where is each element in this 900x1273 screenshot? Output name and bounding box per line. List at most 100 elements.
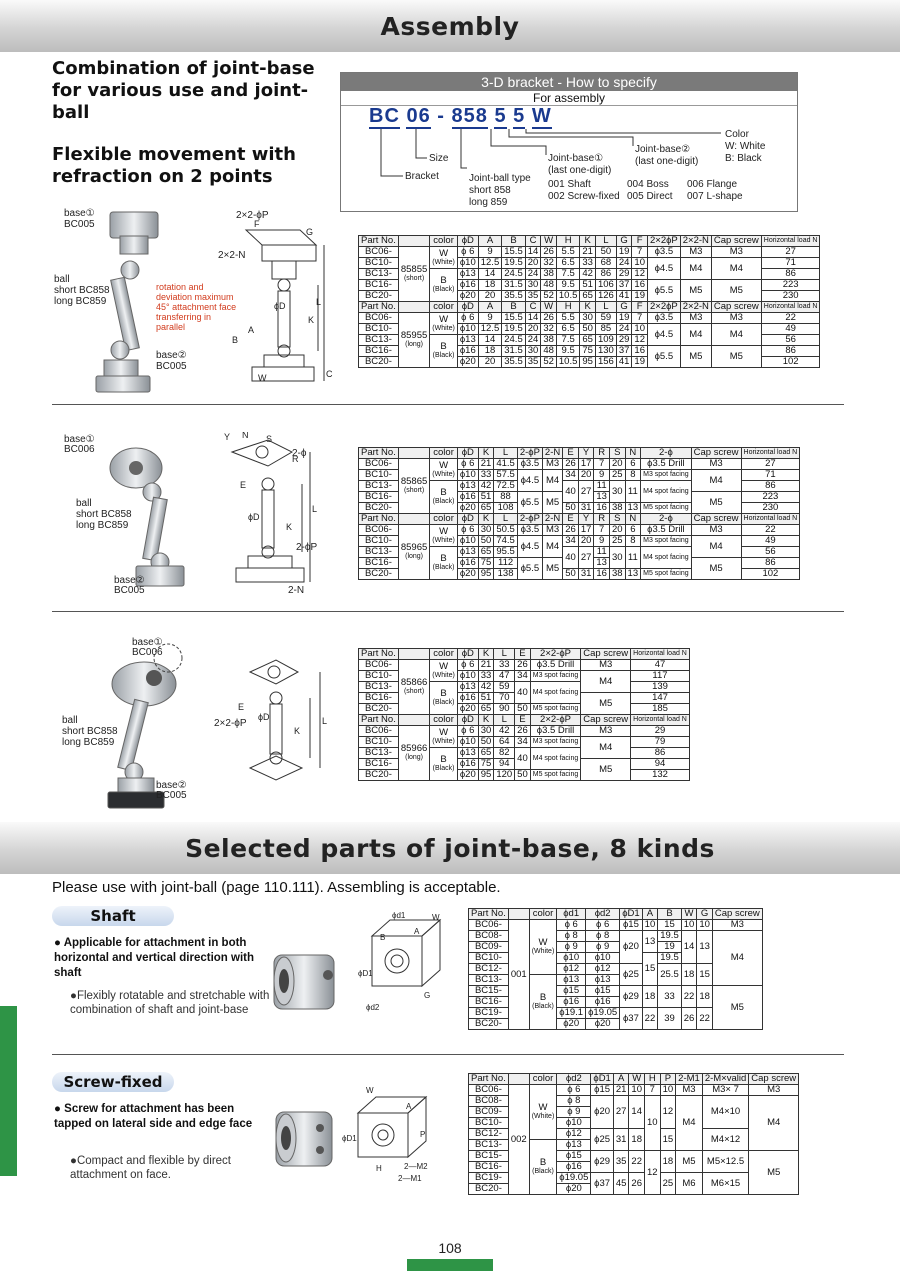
- table-cell: 38: [608, 568, 626, 580]
- table-cell: 9: [477, 312, 503, 324]
- table-cell: 51: [477, 692, 495, 704]
- table-cell: 102: [740, 568, 801, 580]
- svg-text:G: G: [306, 227, 313, 237]
- table-cell: ϕ20: [556, 1183, 592, 1195]
- table-cell: 2×2-ϕP: [529, 648, 582, 660]
- table-cell: 147: [630, 692, 690, 704]
- table-cell: M3× 7: [701, 1084, 750, 1096]
- table-cell: W(White): [429, 246, 458, 269]
- table-cell: BC20-: [358, 769, 399, 781]
- table-cell: 41: [615, 290, 633, 302]
- table-cell: W(White): [429, 312, 458, 335]
- table-cell: Horizontal load N: [760, 235, 821, 247]
- table-cell: ϕ13: [456, 480, 479, 492]
- table-cell: M4×10: [701, 1095, 750, 1129]
- selected-parts-title: Selected parts of joint-base, 8 kinds: [185, 833, 715, 863]
- table-cell: E: [514, 648, 531, 660]
- table-cell: ϕ19.05: [556, 1172, 592, 1184]
- table-cell: 38: [540, 334, 557, 346]
- table-cell: 95.5: [493, 546, 518, 558]
- svg-text:S: S: [266, 434, 272, 444]
- svg-text:ϕd2: ϕd2: [366, 1003, 380, 1012]
- table-cell: 19: [615, 312, 633, 324]
- table-cell: 15.5: [501, 312, 526, 324]
- table-cell: ϕ3.5 Drill: [640, 458, 692, 470]
- table-cell: 18: [477, 345, 503, 357]
- table-cell: 13: [624, 568, 642, 580]
- table-cell: M4: [541, 469, 564, 492]
- table-cell: BC15-: [468, 1150, 509, 1162]
- table-cell: ϕ16: [456, 758, 479, 770]
- table-cell: C: [524, 301, 542, 313]
- table-cell: 24: [524, 334, 542, 346]
- svg-text:ϕD: ϕD: [258, 712, 270, 722]
- table-cell: 27: [740, 458, 801, 470]
- table-cell: ϕ15: [556, 985, 587, 997]
- table-cell: Part No.: [358, 235, 399, 247]
- table-cell: 14: [477, 268, 503, 280]
- table-cell: 25.5: [657, 963, 682, 986]
- table-cell: 50.5: [493, 524, 518, 536]
- table-cell: 52: [540, 356, 557, 368]
- table-cell: BC13-: [358, 268, 399, 280]
- table-cell: ϕ3.5 Drill: [529, 659, 582, 671]
- table-cell: Y: [577, 447, 595, 459]
- table-cell: BC10-: [358, 535, 399, 547]
- table-cell: Part No.: [358, 648, 399, 660]
- table-cell: ϕ16: [456, 557, 479, 569]
- svg-text:K: K: [308, 315, 314, 325]
- table-cell: 6: [624, 458, 642, 470]
- table-cell: 19: [657, 941, 682, 953]
- table-cell: ϕ20: [619, 930, 643, 964]
- table-cell: B(Black): [429, 546, 458, 580]
- table-cell: 20: [577, 535, 595, 547]
- table-cell: 51: [579, 279, 596, 291]
- table-cell: 14: [680, 930, 698, 964]
- table-cell: ϕ37: [590, 1172, 614, 1195]
- table-cell: ϕ5.5: [646, 345, 681, 368]
- d2-2phip: 2-ϕP: [296, 542, 318, 553]
- table-cell: ϕ16: [456, 491, 479, 503]
- table-cell: 65: [477, 703, 495, 715]
- table-cell: 22: [641, 1007, 659, 1030]
- table-cell: 47: [493, 670, 516, 682]
- table-cell: 18: [641, 985, 659, 1008]
- spec-head: 3-D bracket - How to specify: [341, 73, 797, 91]
- table-cell: 26: [514, 725, 531, 737]
- table-cell: ϕ 9: [585, 941, 621, 953]
- table-cell: M6×15: [701, 1172, 750, 1195]
- table-cell: 64: [493, 736, 516, 748]
- table-cell: BC16-: [358, 345, 399, 357]
- table-cell: H: [555, 301, 581, 313]
- color-sub: (Black): [432, 699, 455, 706]
- spec-leader-lines: [380, 129, 721, 177]
- table-cell: ϕ13: [456, 268, 479, 280]
- table-cell: M3: [580, 725, 632, 737]
- table-cell: 37: [615, 279, 633, 291]
- table-cell: 34: [514, 670, 531, 682]
- table-cell: 75: [477, 557, 495, 569]
- table-cell: 75: [477, 758, 495, 770]
- table-cell: BC19-: [468, 1007, 509, 1019]
- table-cell: ϕ13: [456, 546, 479, 558]
- table-cell: 85855(short): [397, 246, 431, 302]
- f1-base2-code: BC005: [156, 361, 187, 372]
- table-cell: 35: [612, 1150, 630, 1173]
- f3-base1-code: BC006: [132, 647, 163, 658]
- screw-bullet: ● Screw for attachment has been tapped o…: [54, 1103, 253, 1130]
- table-cell: [397, 714, 431, 726]
- table-cell: 2×2-N: [679, 235, 712, 247]
- table-cell: 2×2ϕP: [646, 301, 681, 313]
- table-cell: 34: [514, 736, 531, 748]
- table-cell: 30: [608, 546, 626, 569]
- spec-base2-sub: (last one-digit): [635, 156, 699, 167]
- table-cell: A: [612, 1073, 630, 1085]
- table-cell: 74.5: [493, 535, 518, 547]
- table-cell: 230: [740, 502, 801, 514]
- spec-opt1: 001 Shaft: [548, 179, 591, 190]
- svg-text:L: L: [312, 504, 317, 514]
- series-sub: (long): [405, 754, 424, 761]
- table-cell: M3: [541, 458, 564, 470]
